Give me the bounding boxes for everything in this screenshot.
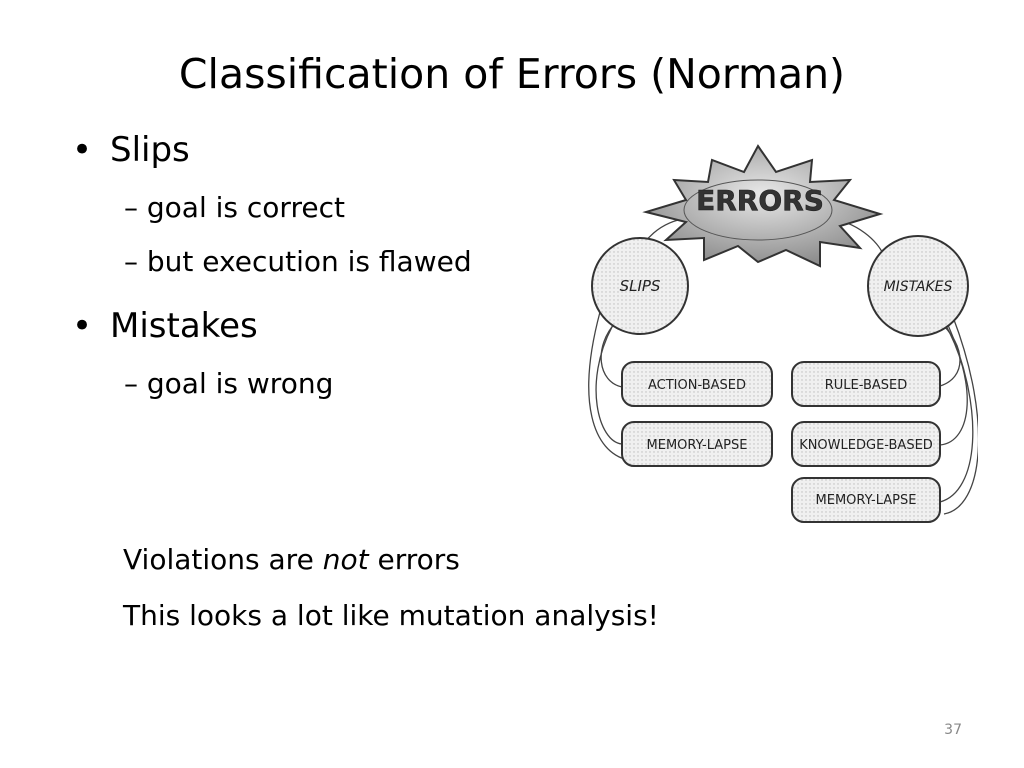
slip-types: ACTION-BASED MEMORY-LAPSE: [621, 361, 773, 467]
mistake-type-label: KNOWLEDGE-BASED: [799, 438, 933, 453]
bullet-dot-icon: •: [72, 130, 93, 170]
note-violations: Violations are not errors: [123, 540, 659, 580]
subitem-goal-correct: – goal is correct: [124, 191, 345, 224]
bullet-list: • Slips – goal is correct – but executio…: [72, 126, 472, 418]
slips-circle: [591, 237, 689, 335]
errors-label: ERRORS: [696, 184, 824, 217]
note-emphasis: not: [322, 543, 369, 576]
slide-title: Classification of Errors (Norman): [178, 50, 846, 98]
mistake-type-box: [791, 477, 941, 523]
subitem-execution-flawed: – but execution is flawed: [124, 245, 472, 278]
bullet-slips: • Slips: [72, 126, 472, 174]
bullet-text: Slips: [110, 130, 190, 170]
note-text: errors: [368, 543, 460, 576]
note-mutation: This looks a lot like mutation analysis!: [123, 599, 659, 632]
bullet-mistakes: • Mistakes: [72, 302, 472, 350]
errors-diagram: ERRORS SLIPS MISTAKES ACTION-BASED MEMOR…: [588, 144, 978, 523]
notes: Violations are not errors This looks a l…: [123, 540, 659, 652]
bullet-dot-icon: •: [72, 306, 93, 346]
slip-type-label: ACTION-BASED: [648, 378, 746, 393]
mistake-type-box: [791, 361, 941, 407]
mistake-types: RULE-BASED KNOWLEDGE-BASED MEMORY-LAPSE: [791, 361, 941, 523]
slip-type-box: [621, 421, 773, 467]
mistake-type-label: RULE-BASED: [825, 378, 908, 393]
slip-type-label: MEMORY-LAPSE: [647, 438, 748, 453]
mistakes-label: MISTAKES: [884, 279, 953, 295]
subitem-goal-wrong: – goal is wrong: [124, 367, 334, 400]
mistake-type-label: MEMORY-LAPSE: [816, 493, 917, 508]
page-number: 37: [944, 722, 962, 738]
mistake-type-box: [791, 421, 941, 467]
note-text: Violations are: [123, 543, 323, 576]
bullet-text: Mistakes: [110, 306, 258, 346]
slips-label: SLIPS: [620, 277, 661, 295]
errors-starburst: [642, 144, 884, 268]
slip-type-box: [621, 361, 773, 407]
mistakes-circle: [867, 235, 969, 337]
